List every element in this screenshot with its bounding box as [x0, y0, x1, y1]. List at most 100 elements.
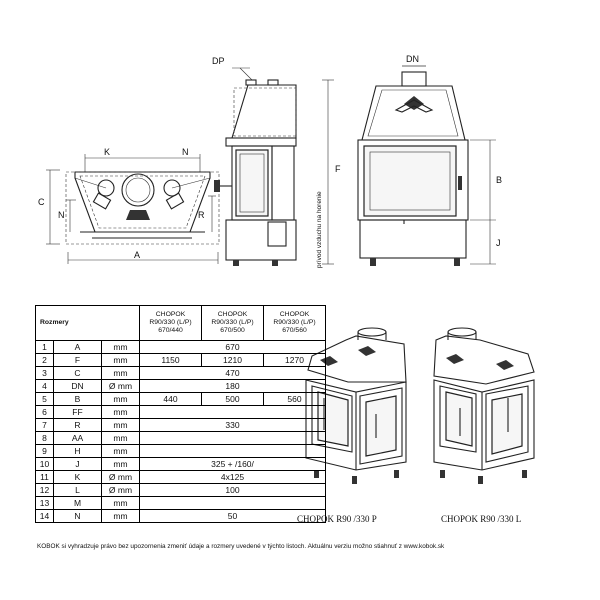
row-number: 10 — [35, 457, 54, 471]
dimension-value: 1210 — [201, 353, 264, 367]
dimension-value: 100 — [139, 483, 326, 497]
dim-label-dn: DN — [406, 54, 419, 64]
dim-label-a: A — [134, 250, 140, 260]
dimension-unit: mm — [101, 496, 140, 510]
row-number: 3 — [35, 366, 54, 380]
dimension-value — [139, 405, 326, 419]
dimension-value: 1150 — [139, 353, 202, 367]
dimension-symbol: N — [53, 509, 102, 523]
side-view: DP F prívod vzduchu na horenie — [212, 56, 341, 268]
row-number: 12 — [35, 483, 54, 497]
dimension-value: 560 — [263, 392, 326, 406]
dimension-value: 500 — [201, 392, 264, 406]
dimension-symbol: M — [53, 496, 102, 510]
model-header-line: CHOPOK — [155, 311, 186, 318]
model-header-line: 670/500 — [220, 327, 245, 334]
dim-label-n-side: N — [58, 210, 65, 220]
dimension-symbol: B — [53, 392, 102, 406]
dimension-symbol: A — [53, 340, 102, 354]
caption-model-l: CHOPOK R90 /330 L — [441, 514, 522, 524]
row-number: 8 — [35, 431, 54, 445]
table-title: Rozmery — [35, 305, 140, 341]
dimension-value: 440 — [139, 392, 202, 406]
dimension-unit: mm — [101, 444, 140, 458]
dimension-symbol: AA — [53, 431, 102, 445]
top-view: K N C N R A — [38, 147, 220, 264]
model-header-line: CHOPOK — [217, 311, 248, 318]
dimension-symbol: J — [53, 457, 102, 471]
dim-label-c: C — [38, 197, 45, 207]
dimension-unit: mm — [101, 509, 140, 523]
row-number: 6 — [35, 405, 54, 419]
dimension-value — [139, 431, 326, 445]
dimension-value: 1270 — [263, 353, 326, 367]
front-view: DN B J — [357, 54, 502, 266]
dimension-symbol: R — [53, 418, 102, 432]
dimension-symbol: F — [53, 353, 102, 367]
dimension-value: 470 — [139, 366, 326, 380]
row-number: 14 — [35, 509, 54, 523]
dimension-unit: Ø mm — [101, 483, 140, 497]
dim-label-b: B — [496, 175, 502, 185]
dimension-value: 330 — [139, 418, 326, 432]
dimension-unit: mm — [101, 392, 140, 406]
model-header-line: R90/330 (L/P) — [211, 319, 254, 326]
dimension-unit: mm — [101, 340, 140, 354]
dimension-unit: Ø mm — [101, 470, 140, 484]
dimension-unit: Ø mm — [101, 379, 140, 393]
dimension-unit: mm — [101, 457, 140, 471]
dim-label-j: J — [496, 238, 501, 248]
row-number: 13 — [35, 496, 54, 510]
dimension-unit: mm — [101, 418, 140, 432]
row-number: 11 — [35, 470, 54, 484]
perspective-view-l — [433, 327, 535, 484]
dimension-unit: mm — [101, 366, 140, 380]
dimension-value: 50 — [139, 509, 326, 523]
dimension-symbol: L — [53, 483, 102, 497]
footer-disclaimer: KOBOK si vyhradzuje právo bez upozorneni… — [37, 543, 445, 550]
dimension-unit: mm — [101, 431, 140, 445]
dimension-symbol: H — [53, 444, 102, 458]
caption-model-p: CHOPOK R90 /330 P — [297, 514, 377, 524]
dimension-value — [139, 444, 326, 458]
model-header-line: R90/330 (L/P) — [149, 319, 192, 326]
dimension-unit: mm — [101, 405, 140, 419]
model-header-line: 670/440 — [158, 327, 183, 334]
dim-label-n-top: N — [182, 147, 189, 157]
dimension-value: 180 — [139, 379, 326, 393]
dimension-value: 670 — [139, 340, 326, 354]
row-number: 2 — [35, 353, 54, 367]
dimension-symbol: DN — [53, 379, 102, 393]
dim-label-k: K — [104, 147, 110, 157]
model-header-line: R90/330 (L/P) — [273, 319, 316, 326]
dimension-value: 4x125 — [139, 470, 326, 484]
row-number: 4 — [35, 379, 54, 393]
row-number: 1 — [35, 340, 54, 354]
dimension-unit: mm — [101, 353, 140, 367]
model-header-line: 670/560 — [282, 327, 307, 334]
dimension-symbol: C — [53, 366, 102, 380]
row-number: 5 — [35, 392, 54, 406]
dim-label-r: R — [198, 210, 205, 220]
row-number: 7 — [35, 418, 54, 432]
dim-label-dp: DP — [212, 56, 225, 66]
